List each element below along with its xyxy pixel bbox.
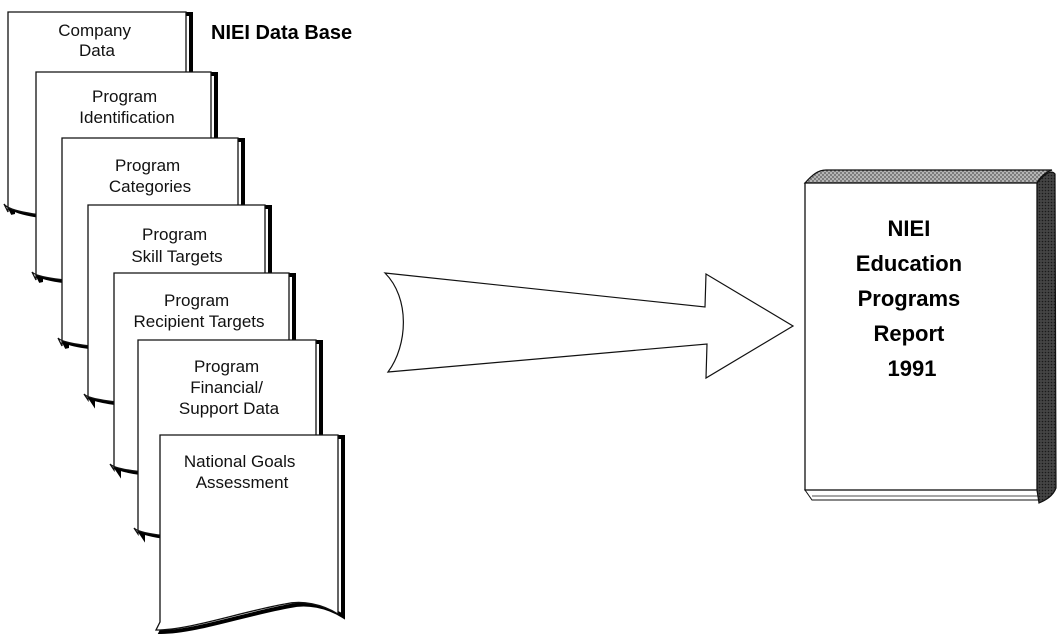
document-label: Program Financial/ Support Data [179,357,280,418]
document-label: Company Data [58,21,136,60]
flow-arrow [383,272,795,380]
document-label: Program Recipient Targets [133,291,264,331]
report-title: NIEI Education Programs Report 1991 [856,216,968,381]
document-national-goals-assessment: National Goals Assessment [154,434,345,635]
document-label: Program Categories [109,156,191,196]
database-title: NIEI Data Base [211,22,352,44]
document-label: Program Identification [79,87,174,127]
report-book: NIEI Education Programs Report 1991 [803,169,1057,504]
document-label: National Goals Assessment [184,452,300,492]
document-stack: Company Data Program Identification Prog… [3,11,345,635]
document-label: Program Skill Targets [131,225,222,266]
